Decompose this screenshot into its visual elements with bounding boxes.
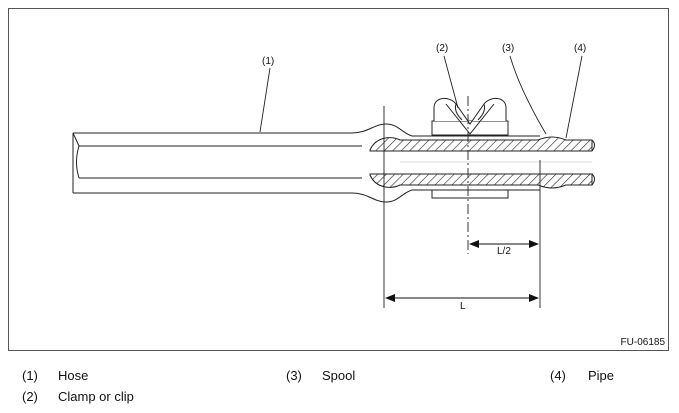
legend-item-1-number: (1) [22, 368, 38, 383]
figure-frame [8, 8, 669, 351]
figure-code: FU-06185 [620, 337, 665, 348]
legend-item-4-text: Pipe [588, 368, 615, 383]
legend-item-3-text: Spool [322, 368, 356, 383]
legend-item-4-number: (4) [550, 368, 566, 383]
legend-item-2-text: Clamp or clip [58, 389, 134, 404]
callout-4-label: (4) [574, 43, 587, 54]
reference-lines [383, 96, 541, 308]
hose [72, 123, 540, 203]
pipe [369, 136, 595, 189]
legend-item-3-number: (3) [286, 368, 302, 383]
callout-2-label: (2) [436, 43, 449, 54]
half-length-label: L/2 [497, 246, 511, 257]
callout-3-label: (3) [502, 43, 515, 54]
legend-item-1-text: Hose [58, 368, 89, 383]
clamp [431, 98, 509, 199]
callout-1-label: (1) [262, 56, 275, 67]
full-length-label: L [460, 301, 466, 312]
leader-lines [259, 55, 583, 139]
legend-item-2-number: (2) [22, 389, 38, 404]
